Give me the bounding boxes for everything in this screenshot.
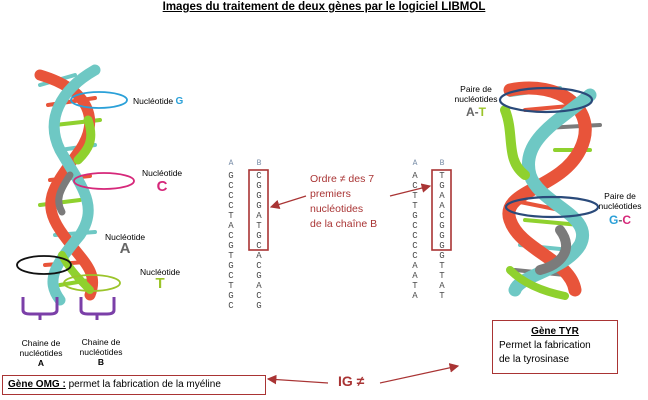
omg-chain-b-base: C bbox=[256, 291, 262, 301]
omg-chain-a-base: C bbox=[228, 181, 234, 191]
tyr-chain-b-base: G bbox=[439, 221, 445, 231]
letter-c: C bbox=[156, 178, 168, 195]
chain-a-label: Chaine de nucléotides A bbox=[19, 338, 63, 368]
tyr-chain-b-base: A bbox=[439, 201, 445, 211]
gene-tyr-box: Gène TYR Permet la fabrication de la tyr… bbox=[492, 320, 618, 374]
tyr-chain-b-base: G bbox=[439, 251, 445, 261]
letter-g: G bbox=[175, 96, 184, 107]
omg-chain-b-base: C bbox=[256, 261, 262, 271]
label-pair-at: Paire de nucléotides A-T bbox=[454, 84, 498, 119]
omg-chain-b-base: G bbox=[256, 181, 262, 191]
omg-chain-b-base: C bbox=[256, 241, 262, 251]
tyr-chain-b-base: T bbox=[439, 261, 445, 271]
omg-chain-a-base: G bbox=[228, 261, 234, 271]
letter-t: T bbox=[155, 275, 165, 292]
tyr-chain-a-base: A bbox=[412, 271, 418, 281]
tyr-chain-a-base: C bbox=[412, 251, 418, 261]
ig-different-label: IG ≠ bbox=[338, 373, 365, 389]
omg-chain-b-base: A bbox=[256, 251, 262, 261]
tyr-chain-a-base: A bbox=[412, 261, 418, 271]
tyr-chain-a-base: C bbox=[412, 241, 418, 251]
page-title: Images du traitement de deux gènes par l… bbox=[162, 1, 486, 13]
omg-chain-b-base: C bbox=[256, 171, 262, 181]
omg-chain-b-base: G bbox=[256, 231, 262, 241]
tyr-chain-b-base: T bbox=[439, 171, 445, 181]
tyr-chain-b-base: G bbox=[439, 181, 445, 191]
omg-chain-a-base: C bbox=[228, 271, 234, 281]
tyr-chain-a-base: A bbox=[412, 171, 418, 181]
tyr-chain-b-base: T bbox=[439, 271, 445, 281]
omg-chain-a-base: T bbox=[228, 281, 234, 291]
left-dna-helix bbox=[16, 64, 135, 306]
omg-chain-a-base: A bbox=[228, 221, 234, 231]
omg-chain-b-base: A bbox=[256, 281, 262, 291]
label-nucleotide-g: Nucléotide G bbox=[133, 96, 184, 107]
tyr-chain-a-base: T bbox=[412, 191, 418, 201]
letter-a: A bbox=[119, 240, 131, 257]
tyr-chain-b-base: G bbox=[439, 231, 445, 241]
label-nucleotide-c: Nucléotide C bbox=[142, 168, 183, 195]
omg-chain-a-base: T bbox=[228, 211, 234, 221]
omg-chain-b-base: T bbox=[256, 221, 262, 231]
tyr-chain-a-base: C bbox=[412, 221, 418, 231]
tyr-chain-a-base: C bbox=[412, 181, 418, 191]
tyr-col-a-header: A bbox=[412, 159, 418, 168]
omg-chain-b-base: A bbox=[256, 211, 262, 221]
label-nucleotide-t: Nucléotide T bbox=[140, 267, 181, 292]
chain-brackets bbox=[21, 297, 116, 320]
label-pair-gc: Paire de nucléotides G-C bbox=[598, 191, 642, 227]
omg-chain-a-base: C bbox=[228, 301, 234, 311]
tyr-chain-b-base: C bbox=[439, 211, 445, 221]
tyr-chain-b-base: A bbox=[439, 281, 445, 291]
tyr-chain-a-base: T bbox=[412, 281, 418, 291]
omg-chain-a-base: C bbox=[228, 231, 234, 241]
tyr-chain-b-base: T bbox=[439, 291, 445, 301]
tyr-highlight-box bbox=[431, 169, 452, 251]
omg-chain-b-base: G bbox=[256, 201, 262, 211]
tyr-col-b-header: B bbox=[439, 159, 445, 168]
order-note: Ordre ≠ des 7 premiers nucléotides de la… bbox=[310, 173, 378, 230]
tyr-chain-a-base: A bbox=[412, 291, 418, 301]
tyr-chain-b-base: G bbox=[439, 241, 445, 251]
omg-col-b-header: B bbox=[256, 159, 262, 168]
tyr-chain-b-base: A bbox=[439, 191, 445, 201]
omg-col-a-header: A bbox=[228, 159, 234, 168]
gene-omg-box: Gène OMG : permet la fabrication de la m… bbox=[2, 375, 266, 395]
omg-chain-a-base: C bbox=[228, 191, 234, 201]
omg-chain-a-base: G bbox=[228, 241, 234, 251]
omg-chain-a-base: G bbox=[228, 291, 234, 301]
tyr-chain-a-base: G bbox=[412, 211, 418, 221]
omg-chain-a-base: C bbox=[228, 201, 234, 211]
tyr-chain-a-base: C bbox=[412, 231, 418, 241]
chain-b-label: Chaine de nucléotides B bbox=[79, 337, 123, 367]
label-nucleotide-a: Nucléotide A bbox=[105, 232, 146, 257]
omg-chain-b-base: G bbox=[256, 191, 262, 201]
tyr-chain-a-base: T bbox=[412, 201, 418, 211]
omg-chain-b-base: G bbox=[256, 301, 262, 311]
omg-chain-b-base: G bbox=[256, 271, 262, 281]
right-dna-helix bbox=[498, 81, 602, 300]
arrows bbox=[266, 183, 460, 385]
omg-chain-a-base: G bbox=[228, 171, 234, 181]
omg-chain-a-base: T bbox=[228, 251, 234, 261]
omg-highlight-box bbox=[248, 169, 269, 251]
